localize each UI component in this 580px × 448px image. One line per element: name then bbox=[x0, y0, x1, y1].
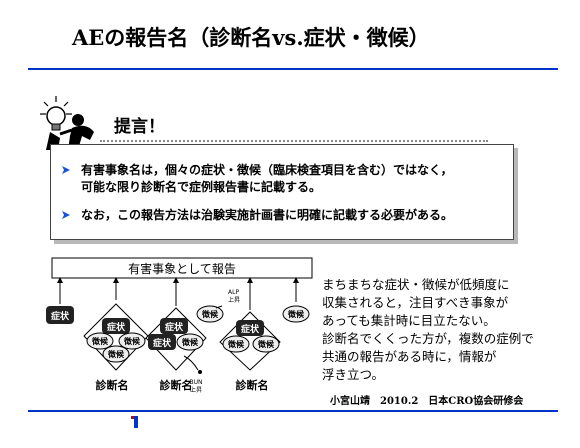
svg-text:徴候: 徴候 bbox=[123, 336, 141, 346]
note-line: あっても集計時に目立たない。 bbox=[322, 313, 496, 328]
bottom-divider bbox=[28, 410, 558, 412]
bullet-text-line-3: なお，この報告方法は治験実施計画書に明確に記載する必要がある。 bbox=[81, 208, 454, 222]
svg-text:症状: 症状 bbox=[241, 323, 260, 335]
svg-text:症状: 症状 bbox=[51, 310, 70, 322]
bullet-item-1: 有害事象名は，個々の症状・徴候（臨床検査項目を含む）ではなく， 可能な限り診断名… bbox=[61, 162, 453, 196]
arrow-bullet-icon bbox=[62, 211, 70, 219]
note-line: 診断名でくくった方が，複数の症例で bbox=[322, 331, 534, 346]
bullet-text-line-2: 可能な限り診断名で症例報告書に記載する。 bbox=[81, 180, 322, 194]
svg-text:上昇: 上昇 bbox=[228, 296, 240, 304]
svg-text:徴候: 徴候 bbox=[107, 349, 125, 359]
svg-text:症状: 症状 bbox=[107, 321, 126, 333]
svg-text:症状: 症状 bbox=[165, 321, 184, 333]
symptom-badge bbox=[46, 306, 74, 324]
svg-text:徴候: 徴候 bbox=[201, 309, 219, 319]
svg-text:上昇: 上昇 bbox=[190, 386, 202, 394]
slide-title: AEの報告名（診断名vs.症状・徴候） bbox=[72, 25, 430, 50]
arrow-bullet-icon bbox=[62, 166, 70, 174]
sign-badge bbox=[282, 305, 310, 323]
bullet-item-2: なお，この報告方法は治験実施計画書に明確に記載する必要がある。 bbox=[61, 207, 453, 224]
sign-badge bbox=[196, 305, 224, 323]
diagnosis-cluster-1 bbox=[83, 303, 149, 371]
diagnosis-label-2: 診断名 bbox=[160, 378, 193, 392]
proposal-label: 提言！ bbox=[114, 117, 165, 137]
svg-text:BUN: BUN bbox=[190, 379, 203, 386]
bullet-text-line-1: 有害事象名は，個々の症状・徴候（臨床検査項目を含む）ではなく， bbox=[81, 163, 453, 177]
report-header-box bbox=[51, 257, 313, 279]
svg-text:症状: 症状 bbox=[153, 337, 172, 349]
diagnosis-cluster-3 bbox=[219, 311, 281, 371]
title-divider bbox=[28, 68, 558, 70]
report-header-text: 有害事象として報告 bbox=[128, 261, 236, 276]
diagnosis-label-1: 診断名 bbox=[96, 378, 129, 392]
svg-text:徴候: 徴候 bbox=[257, 339, 275, 349]
proposal-box: 有害事象名は，個々の症状・徴候（臨床検査項目を含む）ではなく， 可能な限り診断名… bbox=[50, 144, 514, 240]
lightbulb-person-icon bbox=[40, 96, 94, 150]
note-line: 浮き立つ。 bbox=[322, 367, 385, 382]
note-line: 共通の報告がある時に，情報が bbox=[322, 349, 497, 364]
slide-footer: 小宮山靖 2010.2 日本CRO協会研修会 bbox=[330, 396, 524, 407]
diagnosis-label-3: 診断名 bbox=[236, 378, 269, 392]
explanation-note: まちまちな症状・徴候が低頻度に 収集されると，注目すべき事象が あっても集計時に… bbox=[322, 276, 562, 384]
proposal-divider bbox=[100, 140, 488, 142]
svg-text:徴候: 徴候 bbox=[287, 309, 305, 319]
svg-text:徴候: 徴候 bbox=[181, 337, 199, 347]
note-line: まちまちな症状・徴候が低頻度に bbox=[322, 277, 510, 292]
company-logo-icon bbox=[131, 416, 138, 428]
svg-text:徴候: 徴候 bbox=[227, 339, 245, 349]
note-line: 収集されると，注目すべき事象が bbox=[322, 295, 509, 310]
svg-text:ALP: ALP bbox=[228, 289, 239, 296]
svg-text:徴候: 徴候 bbox=[91, 336, 109, 346]
diagnosis-diagram: 有害事象として報告 症状 症状 徴候 徴候 徴候 症状 症状 徴候 BUN 上昇… bbox=[46, 257, 313, 394]
